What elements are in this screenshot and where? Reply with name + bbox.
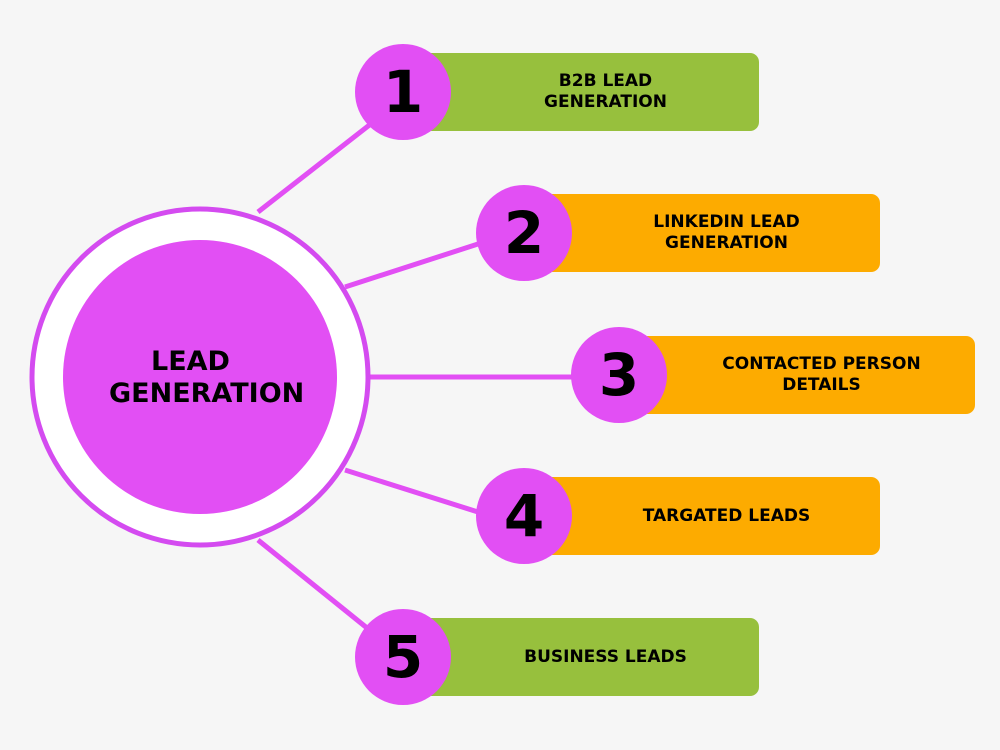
item-number-1: 1 [355,44,451,140]
item-label-2-line1: LINKEDIN LEAD [653,212,800,232]
item-label-5: BUSINESS LEADS [524,646,687,667]
item-label-3-line2: DETAILS [782,375,861,395]
connector-1 [256,121,374,214]
item-label-2: LINKEDIN LEAD GENERATION [593,212,819,254]
item-box-1: B2B LEAD GENERATION [412,53,759,131]
item-label-1-line1: B2B LEAD [558,71,653,91]
item-box-3: CONTACTED PERSON DETAILS [628,336,975,414]
item-label-3-line1: CONTACTED PERSON [722,354,921,374]
connector-2 [344,241,479,290]
connector-4 [344,467,479,515]
item-label-4: TARGATED LEADS [642,505,811,526]
center-title-line1: LEAD [151,345,230,377]
center-circle [63,240,337,514]
item-number-2: 2 [476,185,572,281]
item-box-2: LINKEDIN LEAD GENERATION [533,194,880,272]
item-label-2-line2: GENERATION [665,233,788,253]
item-box-4: TARGATED LEADS [533,477,880,555]
item-number-3: 3 [571,327,667,423]
center-title: LEAD GENERATION [62,250,334,505]
item-label-3: CONTACTED PERSON DETAILS [662,354,940,396]
item-number-5: 5 [355,609,451,705]
item-label-1-line2: GENERATION [544,92,667,112]
item-number-4: 4 [476,468,572,564]
item-label-1: B2B LEAD GENERATION [484,71,687,113]
center-title-line2: GENERATION [109,377,305,409]
connector-5 [256,538,374,634]
item-box-5: BUSINESS LEADS [412,618,759,696]
